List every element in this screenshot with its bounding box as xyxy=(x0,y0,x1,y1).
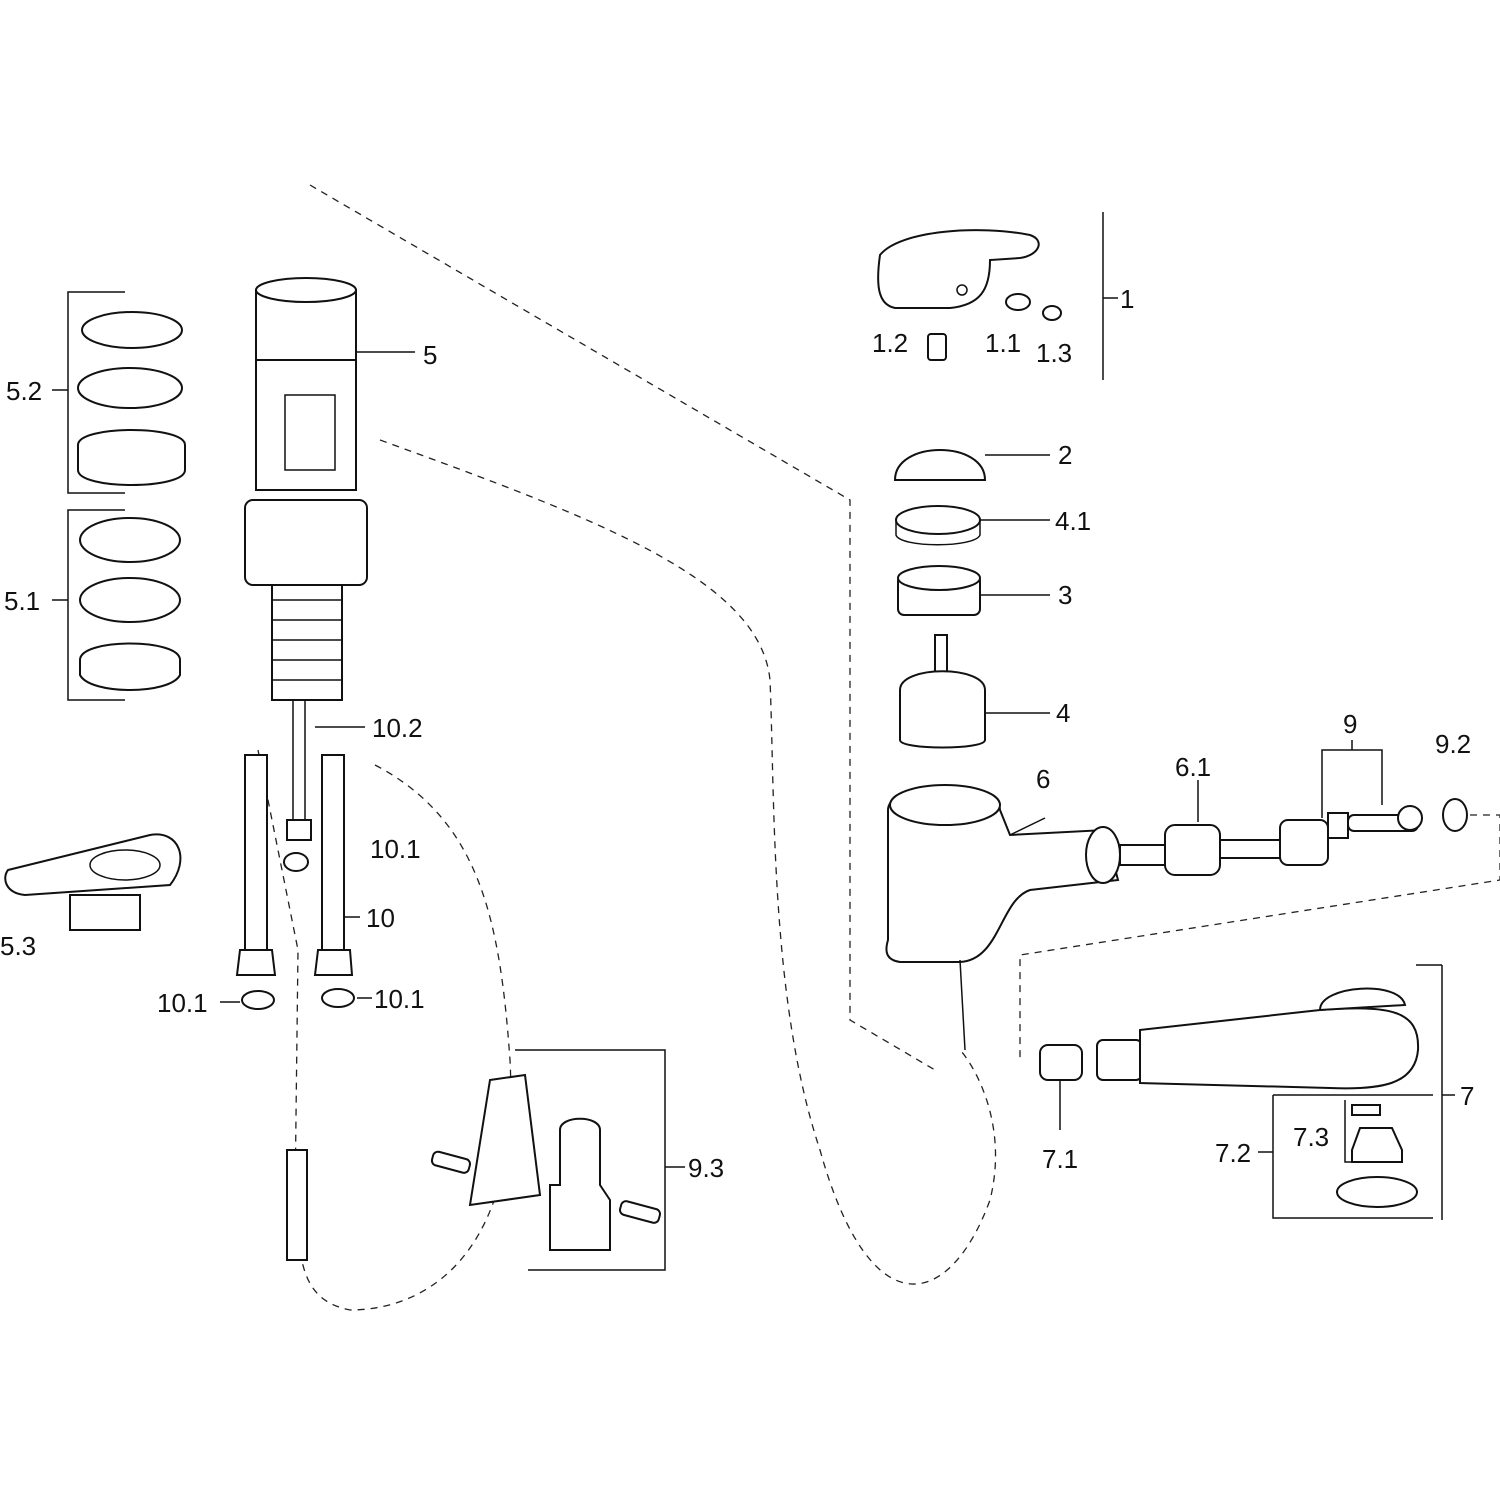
label-1-1: 1.1 xyxy=(985,328,1021,358)
part-7-3-aerator xyxy=(1336,1104,1418,1208)
hose-pull-out xyxy=(286,1149,308,1261)
label-4-1: 4.1 xyxy=(1055,506,1091,536)
label-7-1: 7.1 xyxy=(1042,1144,1078,1174)
label-7: 7 xyxy=(1460,1081,1474,1111)
label-10-1-left: 10.1 xyxy=(157,988,208,1018)
label-10-1-top: 10.1 xyxy=(370,834,421,864)
label-3: 3 xyxy=(1058,580,1072,610)
part-3-nut xyxy=(897,565,981,616)
label-7-3: 7.3 xyxy=(1293,1122,1329,1152)
part-1-lever-handle xyxy=(877,229,1062,361)
label-7-2: 7.2 xyxy=(1215,1138,1251,1168)
assembly-line-hose-left xyxy=(379,439,997,1285)
assembly-line-hose-center xyxy=(257,749,512,1311)
label-1-2: 1.2 xyxy=(872,328,908,358)
part-7-spray-head xyxy=(1039,987,1420,1090)
label-1-3: 1.3 xyxy=(1036,338,1072,368)
label-1: 1 xyxy=(1120,284,1134,314)
part-10-supply-hoses xyxy=(235,754,355,1010)
part-4-cartridge xyxy=(899,634,986,749)
part-4-1-ring xyxy=(895,505,981,546)
part-9-2-washer xyxy=(1442,798,1468,832)
label-6: 6 xyxy=(1036,764,1050,794)
label-2: 2 xyxy=(1058,440,1072,470)
label-6-1: 6.1 xyxy=(1175,752,1211,782)
assembly-line-main xyxy=(309,184,936,1071)
label-9-3: 9.3 xyxy=(688,1153,724,1183)
label-10: 10 xyxy=(366,903,395,933)
label-5-1: 5.1 xyxy=(4,586,40,616)
label-9-2: 9.2 xyxy=(1435,729,1471,759)
part-5-valve-body xyxy=(244,277,368,701)
label-4: 4 xyxy=(1056,698,1070,728)
part-5-1-washer-set xyxy=(79,517,181,691)
part-2-cap xyxy=(893,449,987,481)
part-5-3-base-plate xyxy=(4,833,182,931)
part-5-2-ring-set xyxy=(77,311,186,486)
label-5: 5 xyxy=(423,340,437,370)
part-9-3-hose-guide xyxy=(430,1073,662,1251)
label-5-2: 5.2 xyxy=(6,376,42,406)
part-9-coupling xyxy=(1279,805,1423,866)
part-6-spout-body xyxy=(885,784,1121,1051)
assembly-line-spray xyxy=(1019,814,1500,1060)
label-5-3: 5.3 xyxy=(0,931,36,961)
part-6-1-connector xyxy=(1119,824,1281,876)
label-10-2: 10.2 xyxy=(372,713,423,743)
label-10-1-right: 10.1 xyxy=(374,984,425,1014)
label-9: 9 xyxy=(1343,709,1357,739)
